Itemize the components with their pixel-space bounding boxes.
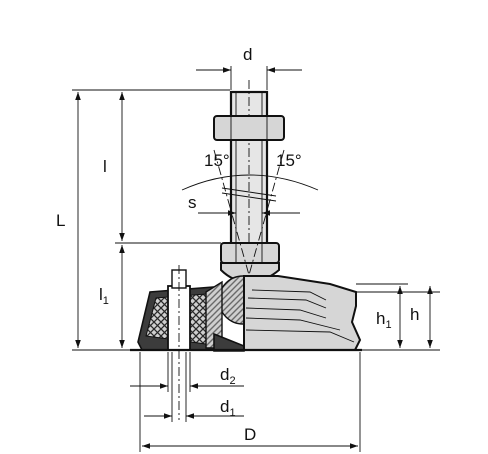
angle-left-label: 15° [204, 151, 230, 170]
base-exterior [130, 275, 362, 352]
label-d2: d2 [220, 365, 236, 387]
label-l: l [103, 157, 107, 176]
label-h1: h1 [376, 309, 392, 331]
label-s: s [188, 193, 197, 212]
hex-collar [220, 242, 280, 264]
label-d1: d1 [220, 397, 236, 419]
dimension-l1: l1 [99, 245, 125, 348]
label-h: h [410, 305, 419, 324]
label-d: d [243, 45, 252, 64]
dimension-L: L [56, 89, 230, 351]
dimension-d2: d2 [130, 352, 244, 392]
dimension-d: d [196, 45, 302, 90]
label-D: D [244, 425, 256, 444]
dimension-h1: h1 [356, 283, 440, 351]
label-l1: l1 [99, 285, 109, 307]
dimension-s: s [188, 193, 300, 216]
label-L: L [56, 211, 65, 230]
angle-right-label: 15° [276, 151, 302, 170]
dimension-D: D [139, 352, 361, 452]
swivel-angle-indicator: 15° 15° [181, 149, 319, 276]
lock-nut [213, 115, 285, 141]
dimension-h: h [356, 286, 440, 348]
dimension-d1: d1 [144, 352, 244, 422]
dimension-l: l [103, 92, 221, 244]
